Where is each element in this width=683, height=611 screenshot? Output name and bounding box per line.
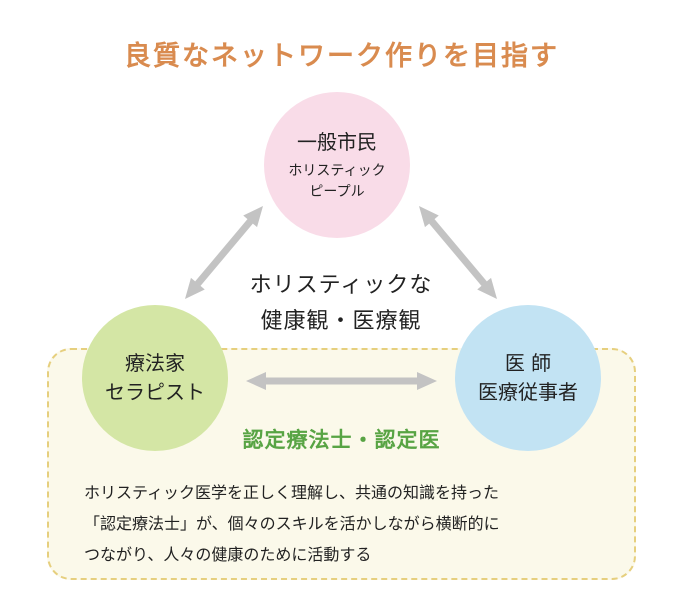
certified-label: 認定療法士・認定医 <box>242 428 441 452</box>
arrow-bottom <box>246 372 437 390</box>
holistic-people-label: ホリスティック ピープル <box>288 162 386 200</box>
description-text: ホリスティック医学を正しく理解し、共通の知識を持った 「認定療法士」が、個々のス… <box>84 483 500 564</box>
doctor-label: 医 師 医療従事者 <box>478 351 578 404</box>
general-public-circle: 一般市民 ホリスティック ピープル <box>264 92 410 238</box>
arrow-top-left <box>185 205 263 299</box>
therapist-label: 療法家 セラピスト <box>105 351 205 404</box>
diagram-title: 良質なネットワーク作りを目指す <box>124 41 559 72</box>
therapist-circle: 療法家 セラピスト <box>82 305 228 451</box>
general-public-label: 一般市民 <box>297 129 377 154</box>
arrow-top-right <box>419 206 497 300</box>
holistic-health-view-text: ホリスティックな 健康観・医療観 <box>249 273 433 334</box>
doctor-circle: 医 師 医療従事者 <box>455 305 601 451</box>
